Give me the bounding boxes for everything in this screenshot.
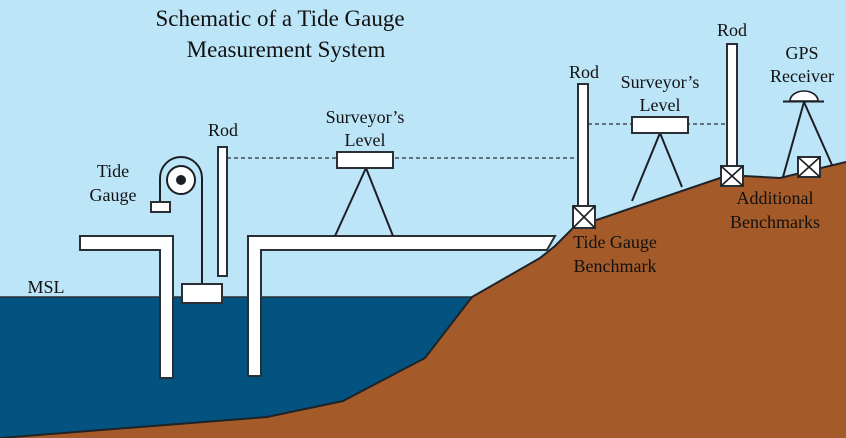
tide-gauge: [150, 156, 223, 304]
label-tide-gauge-1: Tide: [97, 161, 129, 181]
label-msl: MSL: [27, 277, 64, 297]
surveyors-level-left[interactable]: [334, 151, 394, 237]
rod-middle[interactable]: [577, 83, 589, 207]
label-gps-1: GPS: [785, 43, 818, 63]
additional-benchmark-2[interactable]: [797, 156, 821, 178]
tripod-leg: [782, 101, 805, 178]
tripod-leg: [365, 167, 394, 237]
title-line-2: Measurement System: [187, 37, 386, 62]
benchmark-cross: [797, 156, 821, 178]
benchmark-cross: [720, 165, 744, 187]
label-level-right-1: Surveyor’s: [621, 72, 700, 92]
gauge-wire: [159, 156, 203, 284]
gps-receiver[interactable]: [782, 90, 833, 178]
tripod-leg: [803, 101, 833, 166]
tripod-leg: [334, 167, 367, 237]
label-level-left-2: Level: [345, 130, 386, 150]
land: [0, 162, 846, 438]
rod-right[interactable]: [726, 43, 738, 167]
label-tide-gauge-2: Gauge: [90, 185, 137, 205]
float: [181, 283, 223, 304]
label-tide-gauge-benchmark-1: Tide Gauge: [573, 232, 657, 252]
label-additional-benchmarks-2: Benchmarks: [730, 212, 820, 232]
label-rod-right: Rod: [717, 20, 747, 40]
tide-gauge-benchmark-marker[interactable]: [572, 205, 596, 229]
surveyors-level-right[interactable]: [631, 116, 689, 202]
label-gps-2: Receiver: [770, 66, 834, 86]
label-level-right-2: Level: [640, 95, 681, 115]
gps-antenna-dome: [789, 90, 819, 102]
title-line-1: Schematic of a Tide Gauge: [155, 6, 404, 31]
label-rod-left: Rod: [208, 120, 238, 140]
benchmark-cross: [572, 205, 596, 229]
shoreline: [0, 161, 846, 438]
rod-left[interactable]: [217, 146, 228, 277]
label-rod-middle: Rod: [569, 62, 599, 82]
counterweight: [150, 201, 171, 213]
pulley-hub: [176, 175, 186, 185]
tripod-leg: [631, 132, 661, 202]
level-instrument: [631, 116, 689, 134]
right-pier: [247, 235, 557, 377]
label-tide-gauge-benchmark-2: Benchmark: [574, 256, 657, 276]
label-additional-benchmarks-1: Additional: [737, 188, 814, 208]
tripod-leg: [659, 132, 683, 188]
label-level-left-1: Surveyor’s: [326, 107, 405, 127]
sea-water: [0, 297, 472, 438]
level-instrument: [336, 151, 394, 169]
additional-benchmark-1[interactable]: [720, 165, 744, 187]
left-pier: [79, 235, 174, 379]
